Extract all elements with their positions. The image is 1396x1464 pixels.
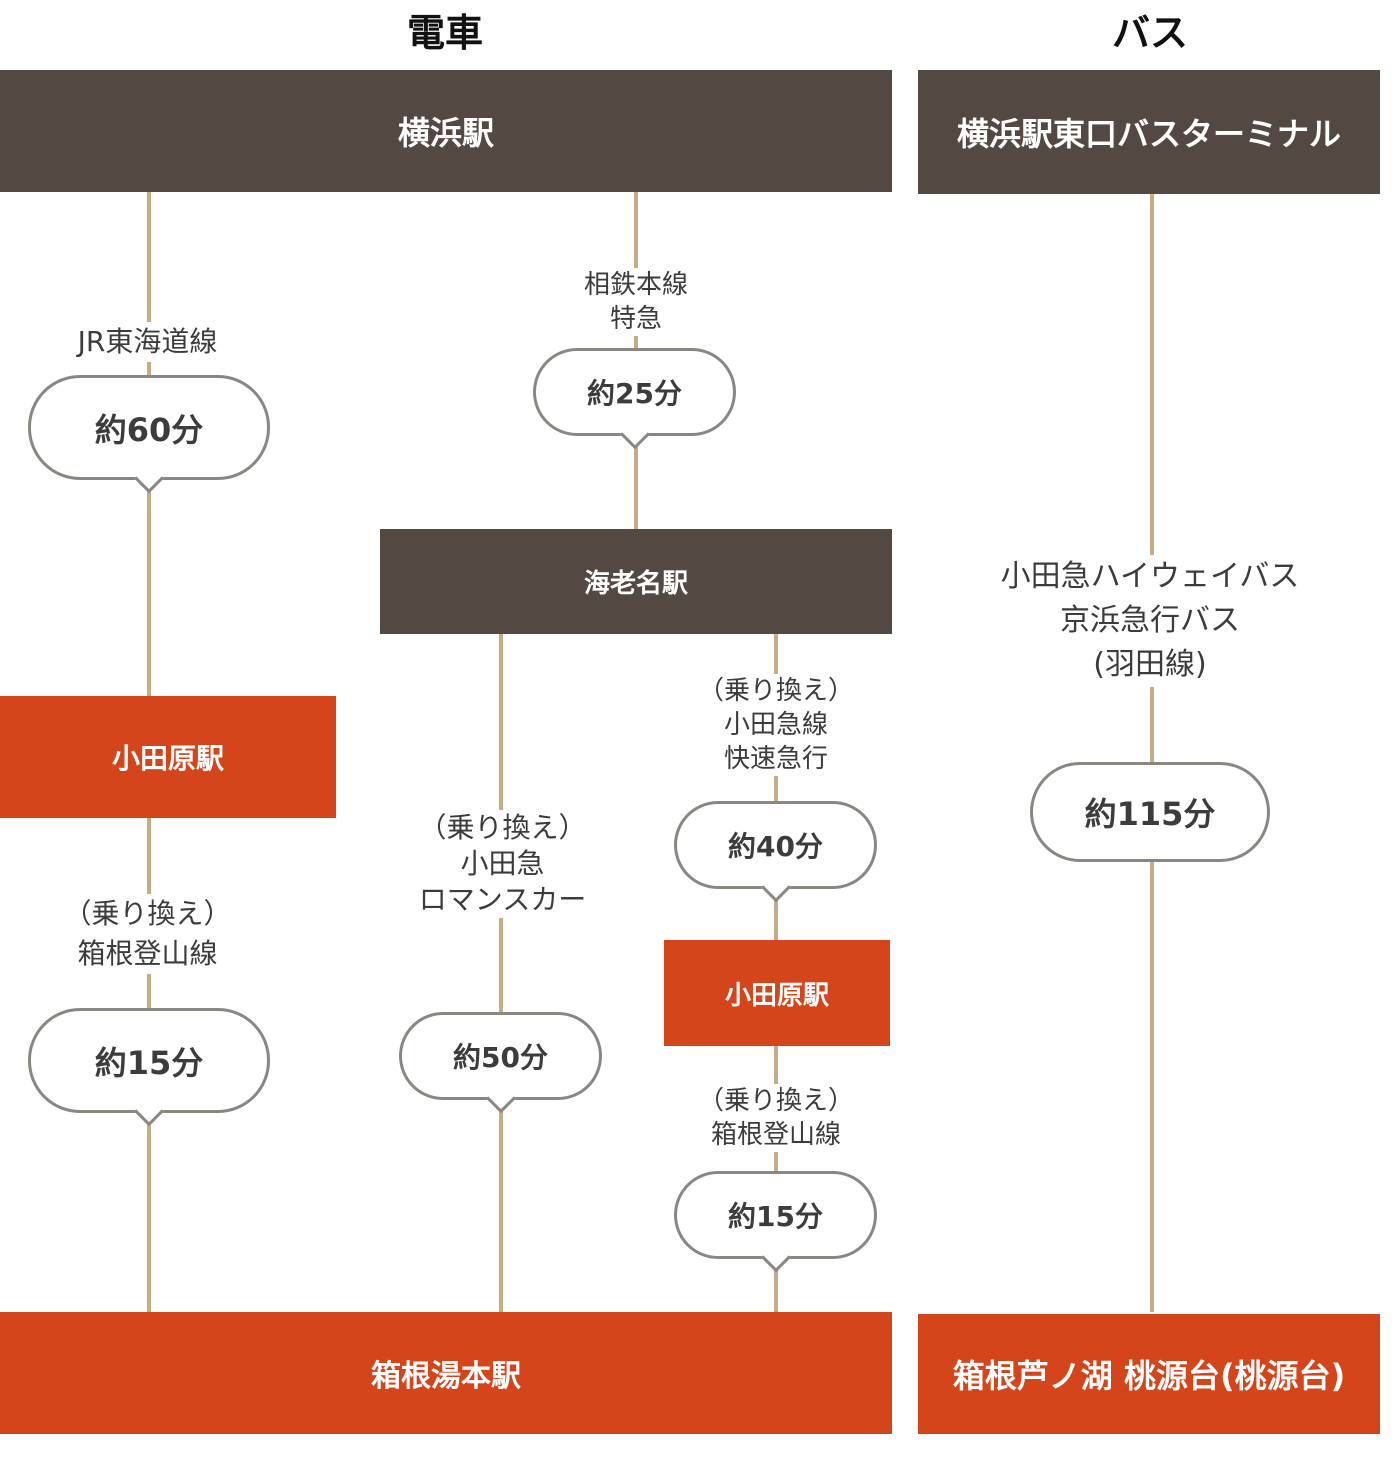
route-line-bus [1150, 194, 1154, 1312]
station-odawara-left: 小田原駅 [0, 696, 336, 818]
station-ebina: 海老名駅 [380, 529, 892, 634]
label-transfer-odakyu-rapid: （乗り換え）小田急線快速急行 [690, 674, 862, 776]
header-train: 電車 [406, 11, 483, 55]
route-line-romancecar [499, 634, 503, 1312]
route-line-rapid [774, 634, 778, 940]
label-sotetsu: 相鉄本線特急 [556, 268, 716, 336]
time-bubble-bus: 約115分 [1030, 762, 1270, 862]
time-bubble-rapid: 約40分 [674, 801, 877, 889]
time-bubble-tozan-left: 約15分 [28, 1008, 270, 1113]
time-bubble-romancecar: 約50分 [399, 1012, 602, 1100]
station-yokohama-bus-terminal: 横浜駅東口バスターミナル [918, 70, 1380, 194]
time-bubble-sotetsu: 約25分 [533, 348, 736, 436]
label-bus-lines: 小田急ハイウェイバス京浜急行バス(羽田線) [975, 555, 1325, 687]
station-hakone-yumoto: 箱根湯本駅 [0, 1312, 892, 1434]
label-jr-tokaido: JR東海道線 [45, 322, 250, 362]
station-yokohama: 横浜駅 [0, 70, 892, 192]
label-transfer-tozan-left: （乗り換え）箱根登山線 [40, 894, 255, 974]
station-hakone-ashinoko: 箱根芦ノ湖 桃源台(桃源台) [918, 1314, 1380, 1434]
header-bus: バス [1111, 11, 1188, 55]
time-bubble-jr: 約60分 [28, 375, 270, 480]
station-odawara-right: 小田原駅 [664, 940, 890, 1046]
label-transfer-tozan-right: （乗り換え）箱根登山線 [690, 1084, 862, 1152]
time-bubble-tozan-right: 約15分 [674, 1171, 877, 1259]
label-transfer-romancecar: （乗り換え）小田急ロマンスカー [400, 810, 605, 918]
